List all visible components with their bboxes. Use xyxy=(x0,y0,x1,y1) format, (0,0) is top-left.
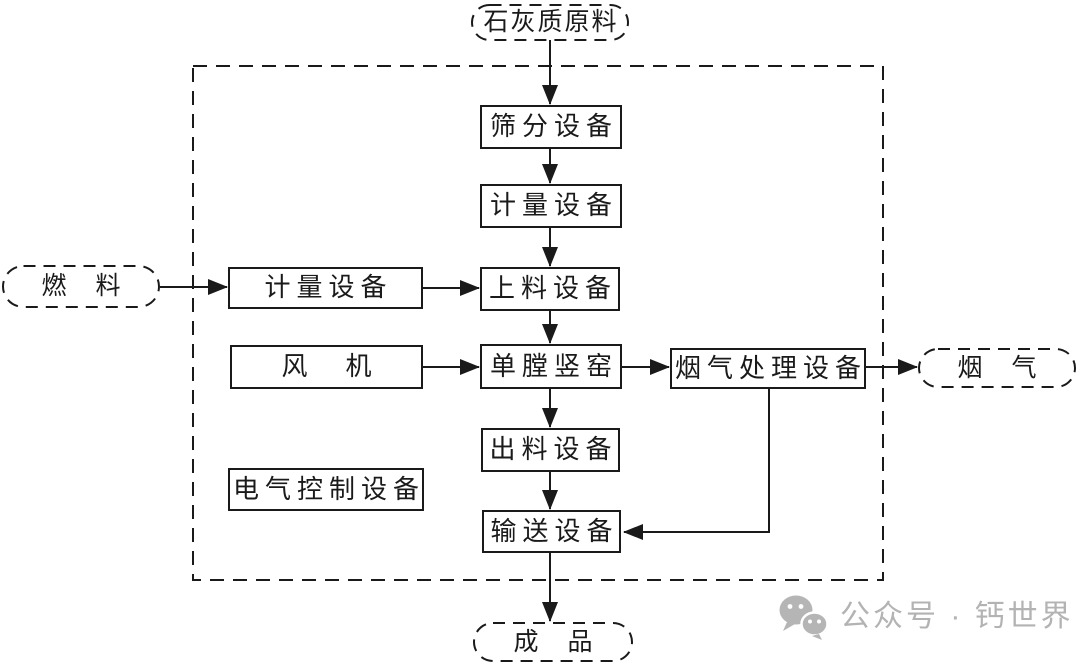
box-flue-gas-treatment-equipment: 烟气处理设备 xyxy=(670,348,866,389)
wechat-icon xyxy=(779,595,829,640)
box-label: 上料设备 xyxy=(488,274,617,303)
terminal-limestone-raw-material: 石灰质原料 xyxy=(472,5,628,40)
box-label: 计量设备 xyxy=(489,191,618,220)
system-boundary-box xyxy=(192,65,884,581)
box-discharge-equipment: 出料设备 xyxy=(481,428,620,472)
box-label: 计量设备 xyxy=(264,273,393,302)
box-electrical-control-equipment: 电气控制设备 xyxy=(228,468,424,511)
terminal-product-outline xyxy=(473,622,633,662)
terminal-limestone-outline xyxy=(471,4,629,41)
watermark-text: 公众号 · 钙世界 xyxy=(840,600,1074,633)
box-label: 风 机 xyxy=(281,352,378,381)
box-metering-equipment-main: 计量设备 xyxy=(480,184,622,228)
terminal-label: 成 品 xyxy=(513,628,595,656)
terminal-fuel-outline xyxy=(2,265,160,308)
terminal-label: 燃 料 xyxy=(41,273,123,300)
terminal-flue-gas: 烟 气 xyxy=(919,349,1075,387)
box-conveying-equipment: 输送设备 xyxy=(482,510,621,553)
watermark: 公众号 · 钙世界 xyxy=(776,594,1074,640)
box-feeding-equipment: 上料设备 xyxy=(480,267,620,311)
box-label: 出料设备 xyxy=(489,435,618,464)
box-screening-equipment: 筛分设备 xyxy=(480,105,622,149)
terminal-finished-product: 成 品 xyxy=(474,623,632,661)
terminal-fuel: 燃 料 xyxy=(3,266,159,307)
box-label: 单膛竖窑 xyxy=(489,351,618,381)
box-label: 电气控制设备 xyxy=(233,474,426,504)
box-label: 输送设备 xyxy=(490,516,619,546)
box-label: 筛分设备 xyxy=(489,112,618,141)
box-label: 烟气处理设备 xyxy=(675,353,868,383)
terminal-fluegas-outline xyxy=(918,348,1076,388)
arrow-fluegastreat-to-conveying xyxy=(623,389,770,540)
box-fan: 风 机 xyxy=(230,345,423,389)
box-single-chamber-shaft-kiln: 单膛竖窑 xyxy=(480,344,622,389)
terminal-label: 烟 气 xyxy=(957,354,1039,382)
box-metering-equipment-fuel: 计量设备 xyxy=(228,267,423,309)
terminal-label: 石灰质原料 xyxy=(483,9,619,36)
